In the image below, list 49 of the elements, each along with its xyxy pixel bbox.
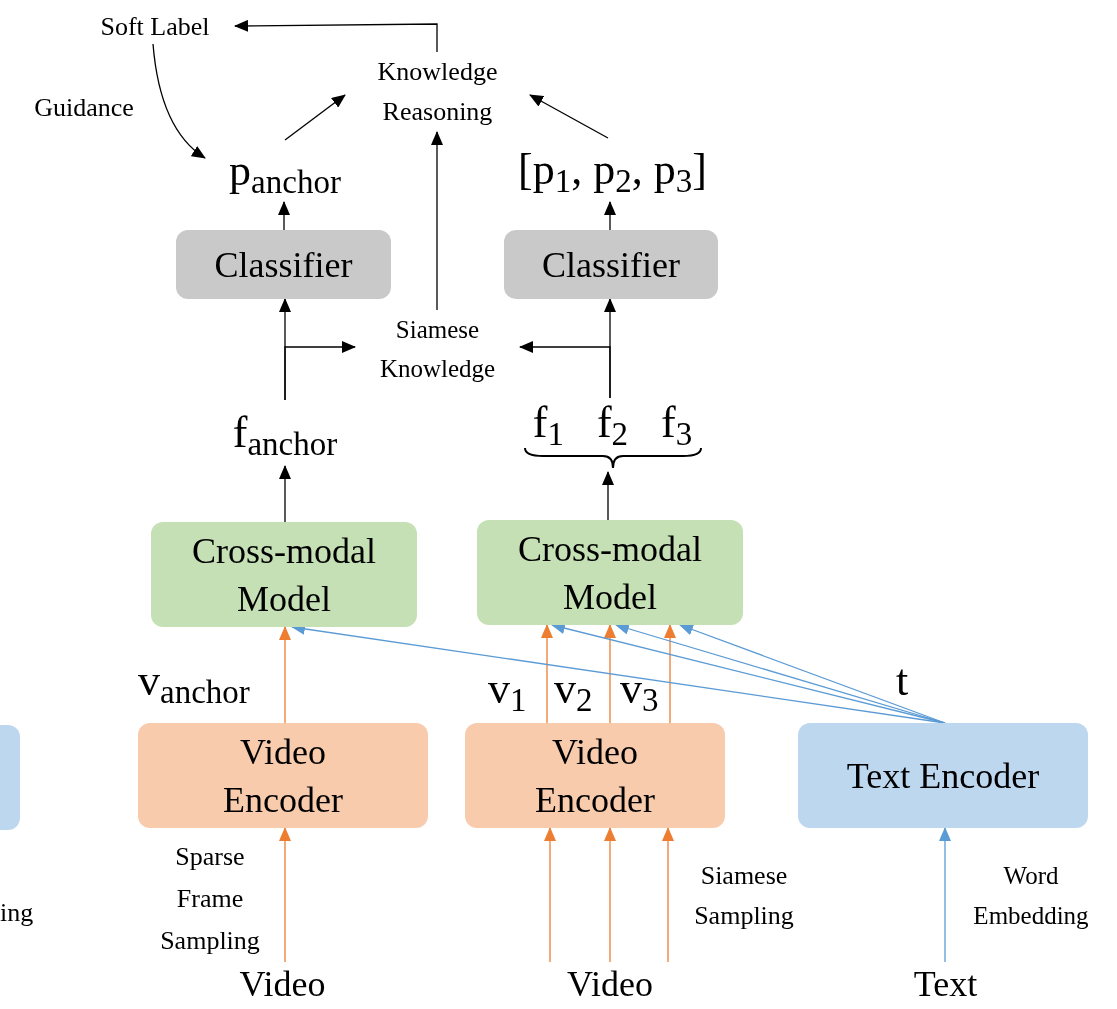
math-label: [p$_{1}$, p$_{2}$, p$_{3}$] — [480, 138, 745, 202]
arrow — [284, 94, 346, 141]
arrow — [234, 19, 438, 53]
process-box: Video Encoder — [465, 723, 725, 828]
edge-label: Guidance — [33, 92, 135, 124]
process-box: Cross-modal Model — [477, 520, 743, 625]
text-label: v$_{3}$ — [620, 664, 659, 714]
text-label: Siamese Sampling — [693, 860, 795, 932]
math-label: f$_{anchor}$ — [210, 400, 360, 466]
process-box: Classifier — [504, 230, 718, 299]
arrow — [604, 827, 616, 963]
process-box — [0, 725, 20, 830]
arrow — [664, 624, 676, 724]
arrow — [544, 827, 556, 963]
arrow — [604, 201, 616, 231]
arrow — [279, 827, 291, 963]
math-label: f$_{1}$ f$_{2}$ f$_{3}$ — [532, 398, 693, 448]
arrow — [529, 94, 609, 139]
arrow — [679, 623, 946, 724]
arrow — [431, 131, 443, 311]
text-label: v$_{2}$ — [554, 664, 593, 714]
arrow — [152, 43, 206, 159]
arrow — [279, 626, 291, 724]
arrow — [939, 827, 951, 963]
arrow — [662, 827, 674, 963]
arrow — [284, 341, 356, 401]
text-label: v$_{1}$ — [488, 664, 527, 714]
node-label: Knowledge Reasoning — [345, 52, 530, 132]
text-label: t — [896, 656, 909, 706]
edge-label: Word Embedding — [972, 861, 1090, 931]
edge-label: Sparse Frame Sampling — [159, 841, 261, 957]
math-label: p$_{anchor}$ — [205, 140, 365, 202]
node-label: Video — [540, 962, 680, 1006]
text-label: ing — [0, 897, 34, 929]
node-label: Siamese Knowledge — [355, 310, 520, 388]
arrow — [541, 624, 553, 724]
node-label: Video — [225, 962, 340, 1006]
node-label: Soft Label — [75, 8, 235, 44]
text-label: v$_{anchor}$ — [138, 656, 250, 706]
arrow — [278, 201, 290, 231]
arrow — [602, 471, 614, 521]
process-box: Text Encoder — [798, 723, 1088, 828]
process-box: Classifier — [176, 230, 391, 299]
process-box: Video Encoder — [138, 723, 428, 828]
arrow — [519, 341, 611, 399]
process-box: Cross-modal Model — [151, 522, 417, 627]
arrow — [604, 624, 616, 724]
node-label: Text — [898, 962, 993, 1006]
arrow — [279, 465, 291, 523]
